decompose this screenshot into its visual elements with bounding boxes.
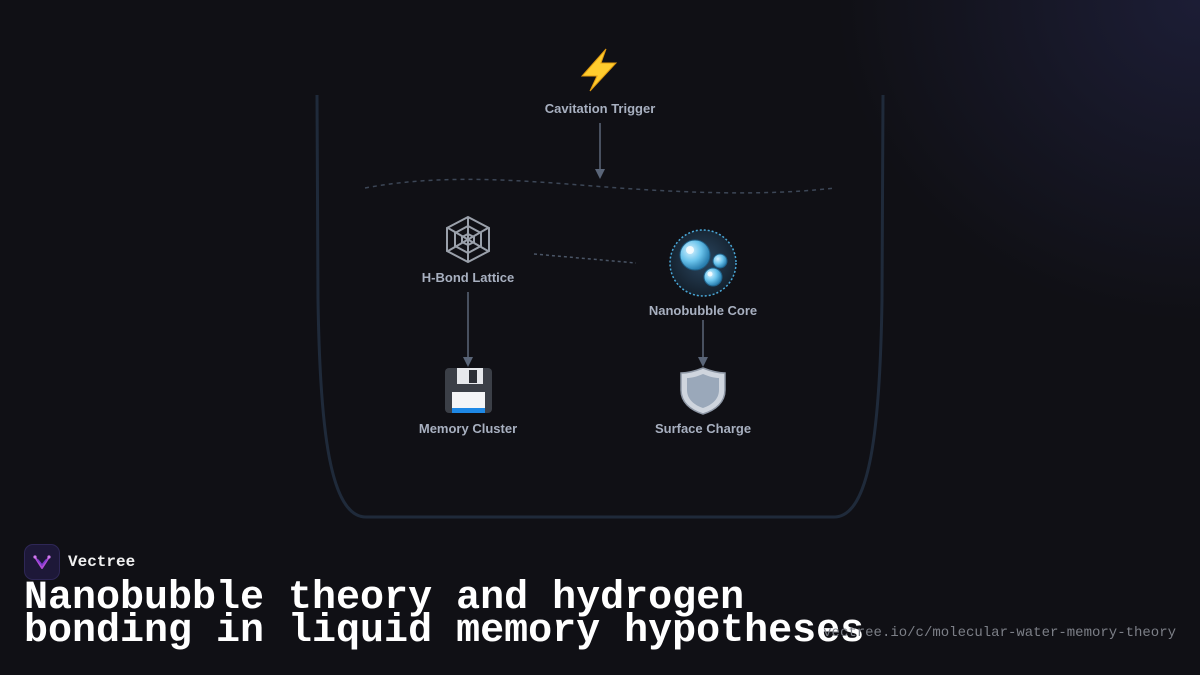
source-url[interactable]: vectree.io/c/molecular-water-memory-theo… (823, 625, 1176, 641)
node-label-h-bond-lattice: H-Bond Lattice (421, 270, 515, 285)
node-label-cavitation-trigger: Cavitation Trigger (544, 101, 656, 116)
vectree-logo-icon (24, 544, 60, 580)
page-title: Nanobubble theory and hydrogen bonding i… (24, 579, 864, 652)
node-label-surface-charge: Surface Charge (654, 421, 752, 436)
brand[interactable]: Vectree (24, 544, 135, 580)
lightning-icon (580, 48, 618, 92)
spiderweb-icon (446, 215, 490, 264)
bubbles-icon (669, 229, 737, 297)
beaker-container (315, 94, 885, 519)
title-line-1: Nanobubble theory and hydrogen (24, 576, 745, 621)
brand-name: Vectree (68, 553, 136, 571)
water-surface-line (364, 178, 836, 194)
node-label-memory-cluster: Memory Cluster (418, 421, 518, 436)
dashed-link-hbond-nanobubble (533, 253, 637, 264)
shield-icon (680, 367, 726, 415)
node-label-nanobubble-core: Nanobubble Core (648, 303, 758, 318)
title-line-2: bonding in liquid memory hypotheses (24, 609, 865, 654)
floppy-disk-icon (445, 368, 492, 413)
